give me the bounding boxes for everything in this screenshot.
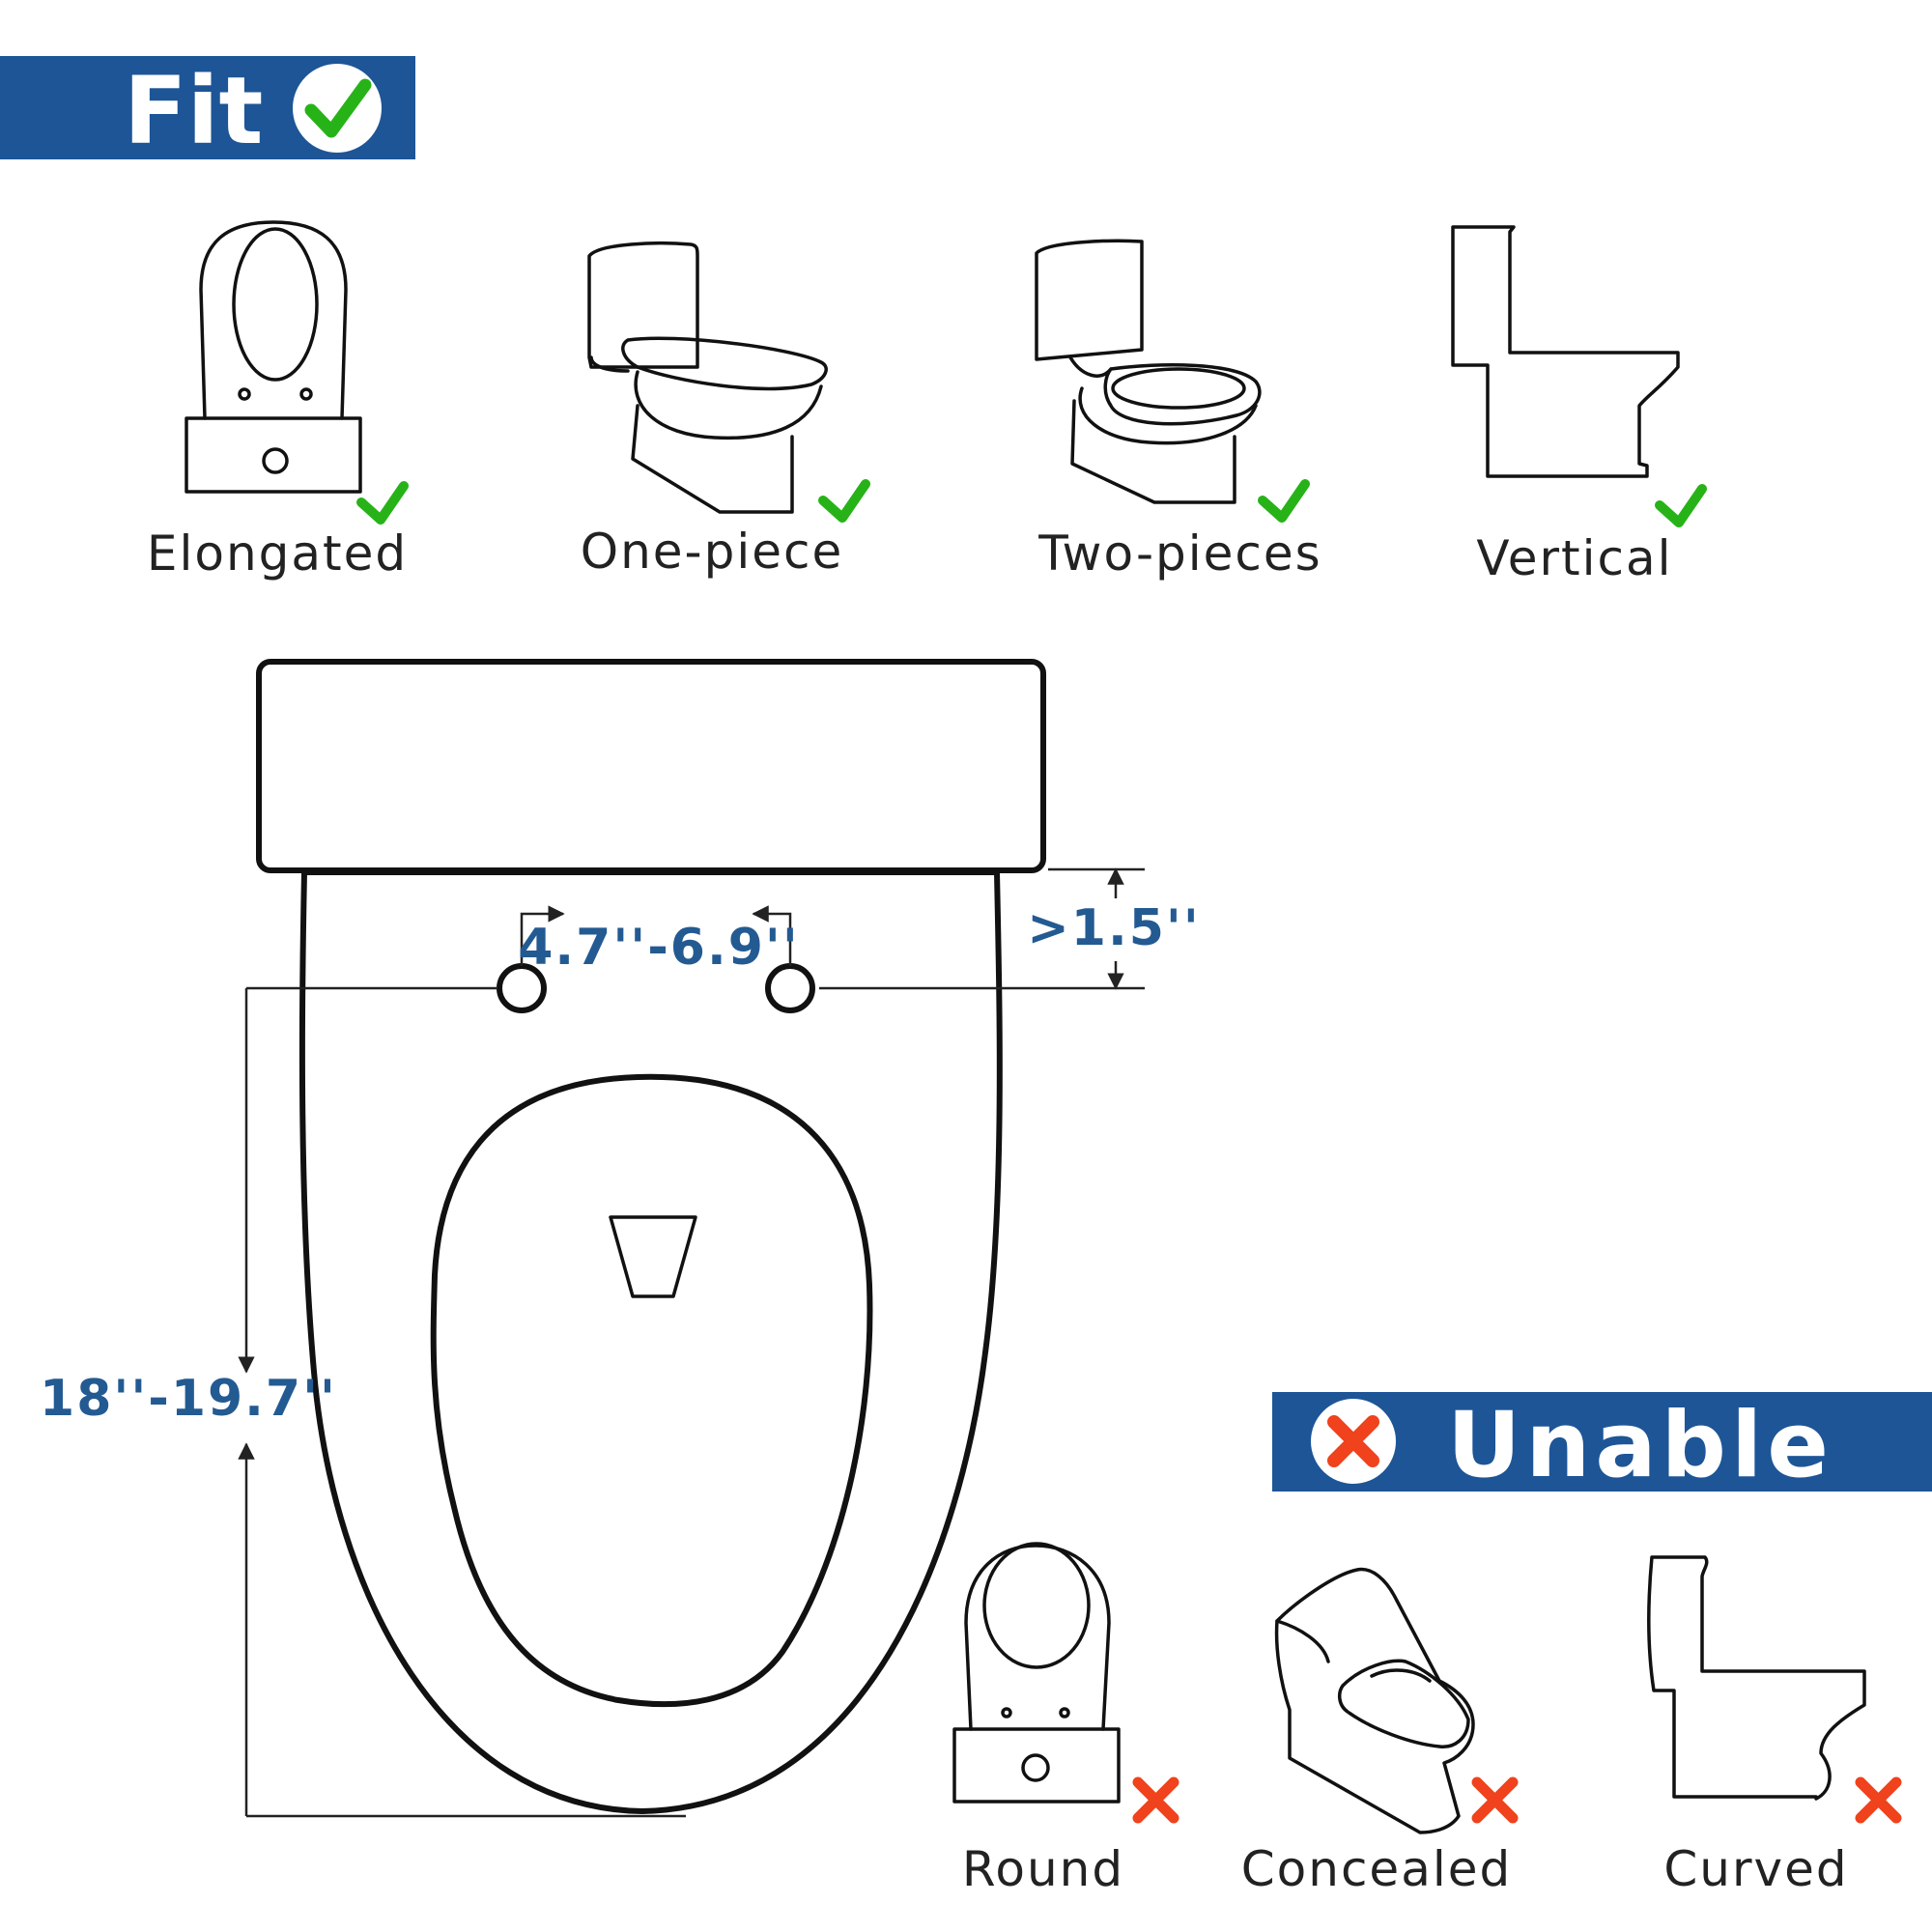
tank-outline bbox=[256, 659, 1046, 873]
round-toilet-icon bbox=[952, 1542, 1121, 1804]
vertical-toilet-icon bbox=[1451, 225, 1680, 478]
two-pieces-toilet-icon bbox=[1035, 239, 1262, 504]
unable-type-round: Round bbox=[952, 1542, 1179, 1897]
fit-type-label: Two-pieces bbox=[1037, 526, 1321, 582]
unable-banner: Unable bbox=[1272, 1392, 1932, 1498]
unable-type-curved: Curved bbox=[1647, 1555, 1902, 1897]
fit-banner-label: Fit bbox=[124, 57, 263, 165]
cross-circle-icon bbox=[1311, 1399, 1396, 1484]
unable-type-concealed: Concealed bbox=[1241, 1567, 1519, 1897]
cross-icon bbox=[1855, 1776, 1902, 1824]
seat-outer-outline bbox=[298, 869, 1003, 1814]
unable-banner-label: Unable bbox=[1447, 1393, 1833, 1498]
concealed-toilet-icon bbox=[1274, 1567, 1475, 1834]
unable-type-label: Curved bbox=[1663, 1841, 1848, 1897]
one-piece-toilet-icon bbox=[587, 242, 828, 514]
check-icon bbox=[1655, 484, 1707, 527]
elongated-toilet-icon bbox=[185, 220, 362, 494]
cross-icon bbox=[1132, 1776, 1179, 1824]
fit-type-vertical: Vertical bbox=[1451, 225, 1707, 586]
fit-type-label: One-piece bbox=[581, 524, 844, 580]
hole-spacing-label: 4.7''-6.9'' bbox=[518, 919, 800, 977]
hinge-plate bbox=[609, 1215, 697, 1298]
unable-type-label: Concealed bbox=[1241, 1841, 1512, 1897]
check-circle-icon bbox=[293, 64, 382, 153]
front-clearance-label: >1.5'' bbox=[1027, 899, 1201, 957]
fit-banner: Fit bbox=[0, 56, 415, 165]
seat-length-label: 18''-19.7'' bbox=[40, 1370, 337, 1428]
fit-type-elongated: Elongated bbox=[147, 220, 409, 582]
lid-inner-outline bbox=[430, 1073, 873, 1708]
seat-dimension-diagram: 4.7''-6.9'' >1.5'' 18''-19.7'' bbox=[40, 659, 1201, 1818]
curved-toilet-icon bbox=[1647, 1555, 1866, 1801]
unable-type-label: Round bbox=[962, 1841, 1124, 1897]
fit-type-one-piece: One-piece bbox=[581, 242, 870, 580]
check-icon bbox=[818, 479, 870, 523]
fit-type-two-pieces: Two-pieces bbox=[1035, 239, 1321, 582]
fit-type-label: Elongated bbox=[147, 526, 408, 582]
cross-icon bbox=[1471, 1776, 1519, 1824]
check-icon bbox=[1258, 479, 1310, 523]
check-icon bbox=[356, 481, 409, 525]
fit-type-label: Vertical bbox=[1476, 530, 1672, 586]
